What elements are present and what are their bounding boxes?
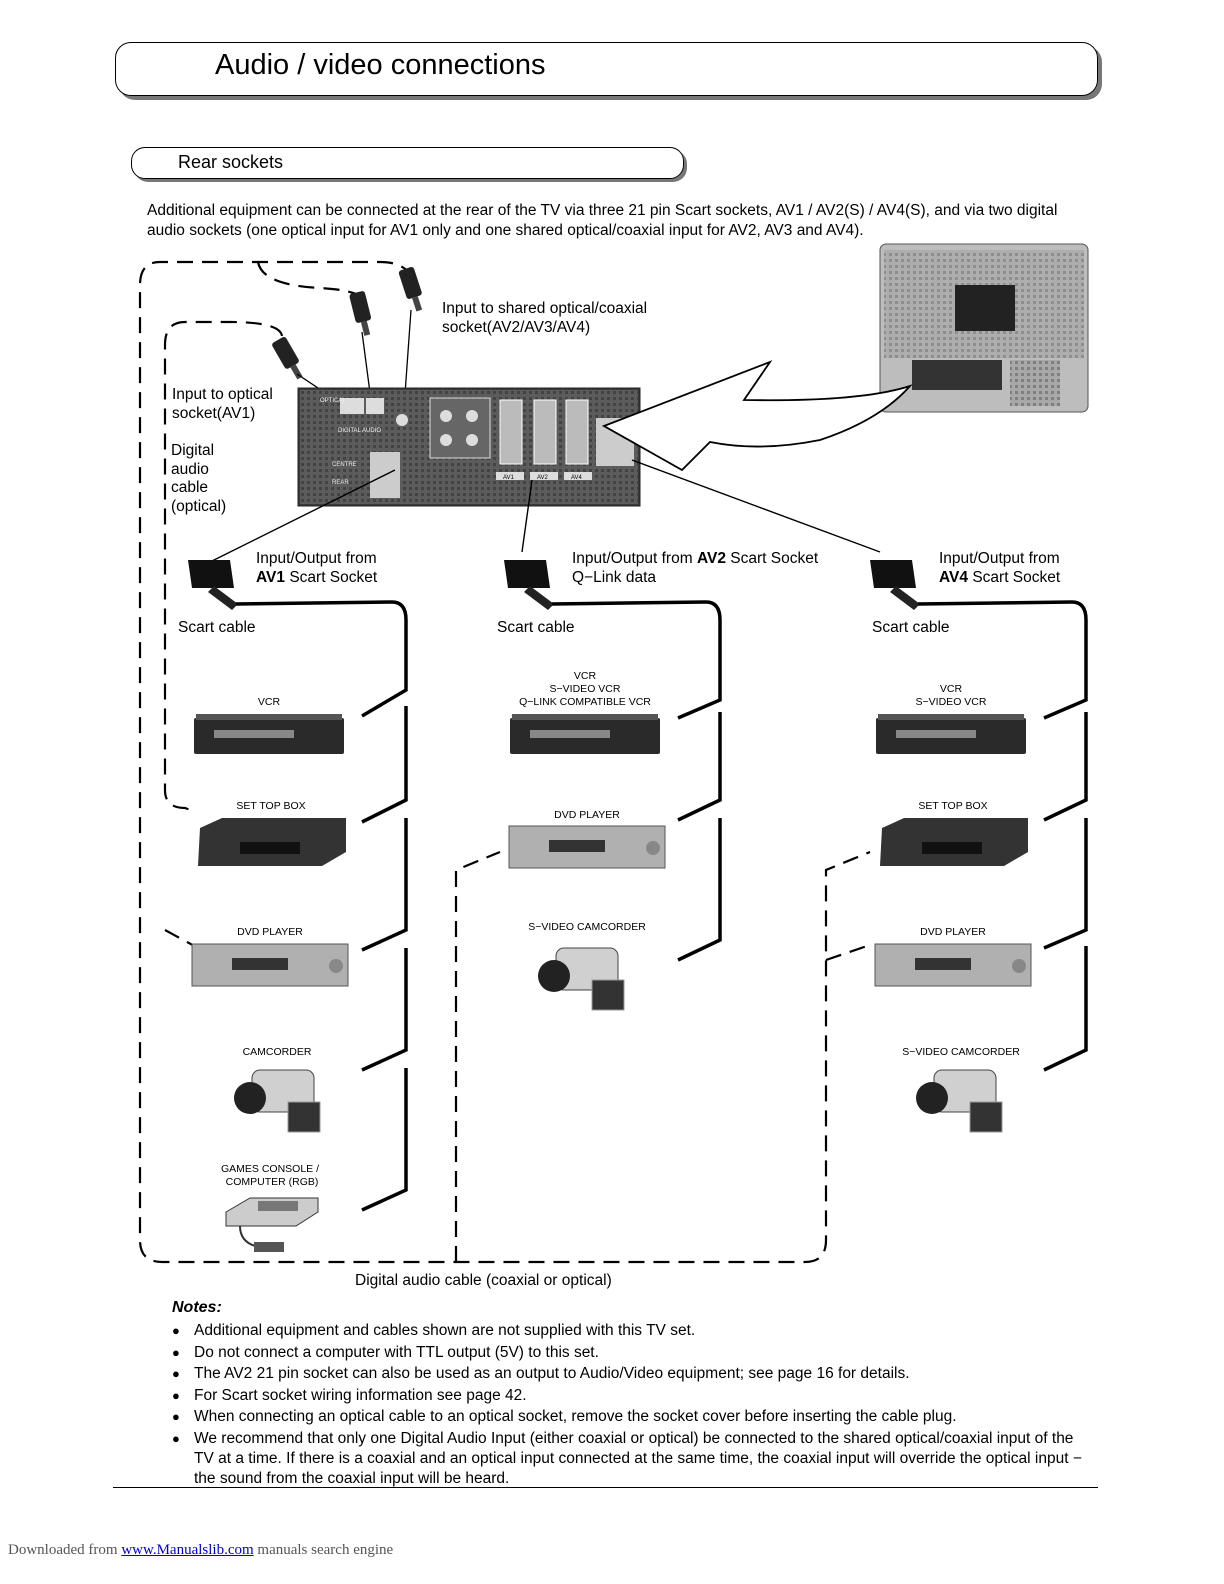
panel-label-digital-audio: DIGITAL AUDIO (338, 428, 381, 434)
section-title: Rear sockets (178, 152, 284, 172)
vcr-icon (876, 714, 1026, 754)
scart-cable-label: Scart cable (178, 619, 256, 636)
intro-paragraph: Additional equipment can be connected at… (147, 202, 1058, 239)
set-top-box-icon (198, 818, 346, 866)
device-label-vcr: VCR (939, 683, 963, 695)
device-label-vcr: VCR (573, 670, 597, 682)
device-label-dvd-player: DVD PLAYER (554, 809, 620, 821)
bottom-cable-label: Digital audio cable (coaxial or optical) (355, 1272, 612, 1289)
device-label-dvd-player: DVD PLAYER (237, 926, 303, 938)
digital-cable-label-1: Digital (171, 442, 215, 459)
camcorder-icon (234, 1069, 321, 1133)
download-footer: Downloaded from www.Manualslib.com manua… (8, 1542, 393, 1559)
vcr-icon (510, 714, 660, 754)
scart-plug-icons (188, 560, 920, 610)
device-label-vcr: VCR (257, 696, 281, 708)
digital-cable-label-4: (optical) (171, 498, 227, 515)
shared-input-label-2: socket(AV2/AV3/AV4) (442, 319, 591, 336)
footer-divider (113, 1487, 1098, 1488)
tv-back-image (879, 243, 1089, 413)
device-label-svideo-camcorder: S−VIDEO CAMCORDER (528, 921, 646, 933)
optical-plug-icons (272, 266, 423, 380)
callout-arrow (601, 360, 913, 472)
vcr-icon (194, 714, 344, 754)
note-item: We recommend that only one Digital Audio… (172, 1429, 1097, 1489)
device-label-svideo-vcr: S−VIDEO VCR (549, 683, 621, 695)
set-top-box-icon (880, 818, 1028, 866)
note-item: For Scart socket wiring information see … (172, 1386, 1097, 1406)
dvd-player-icon (508, 825, 666, 869)
manualslib-link[interactable]: www.Manualslib.com (121, 1542, 254, 1558)
device-label-computer: COMPUTER (RGB) (225, 1176, 319, 1188)
av4-scart-label: AV4 Scart Socket (939, 569, 1061, 586)
av1-io-label: Input/Output from (256, 550, 377, 567)
device-label-camcorder: CAMCORDER (242, 1046, 312, 1058)
shared-input-label-1: Input to shared optical/coaxial (442, 300, 648, 317)
note-item: The AV2 21 pin socket can also be used a… (172, 1364, 1097, 1384)
panel-label-optical: OPTICAL (320, 398, 346, 404)
footer-suffix: manuals search engine (253, 1542, 394, 1558)
dvd-player-icon (874, 943, 1032, 987)
tv-rear-panel: OPTICAL DIGITAL AUDIO CENTRE REAR AV1 AV… (297, 387, 641, 507)
note-item: Do not connect a computer with TTL outpu… (172, 1343, 1097, 1363)
panel-label-av4: AV4 (571, 475, 583, 481)
optical-input-label-2: socket(AV1) (172, 405, 256, 422)
device-label-svideo-vcr: S−VIDEO VCR (915, 696, 987, 708)
panel-label-av1: AV1 (503, 475, 515, 481)
av4-io-label: Input/Output from (939, 550, 1060, 567)
section-title-frame (131, 147, 684, 179)
note-item: Additional equipment and cables shown ar… (172, 1321, 1097, 1341)
footer-prefix: Downloaded from (8, 1542, 122, 1558)
optical-input-label-1: Input to optical (172, 386, 273, 403)
device-label-svideo-camcorder: S−VIDEO CAMCORDER (902, 1046, 1020, 1058)
panel-label-rear: REAR (332, 480, 349, 486)
digital-cable-label-2: audio (171, 461, 209, 478)
panel-label-centre: CENTRE (332, 462, 357, 468)
camcorder-icon (916, 1069, 1003, 1133)
notes-title: Notes: (172, 1299, 222, 1316)
av2-qlink-label: Q−Link data (572, 569, 657, 586)
notes-list: Additional equipment and cables shown ar… (172, 1321, 1097, 1490)
page-title: Audio / video connections (215, 49, 546, 81)
device-label-set-top-box: SET TOP BOX (236, 800, 306, 812)
scart-cables (235, 600, 1088, 1212)
panel-label-av2: AV2 (537, 475, 549, 481)
device-label-dvd-player: DVD PLAYER (920, 926, 986, 938)
av2-io-label: Input/Output from AV2 Scart Socket (572, 550, 819, 567)
dvd-player-icon (191, 943, 349, 987)
games-console-icon (225, 1197, 319, 1252)
digital-cable-label-3: cable (171, 479, 209, 496)
connection-diagram: OPTICAL DIGITAL AUDIO CENTRE REAR AV1 AV… (138, 243, 1089, 1264)
page-title-frame (115, 42, 1098, 96)
device-label-set-top-box: SET TOP BOX (918, 800, 988, 812)
camcorder-icon (538, 947, 625, 1011)
device-label-games-console: GAMES CONSOLE / (220, 1163, 320, 1175)
scart-cable-label: Scart cable (872, 619, 950, 636)
note-item: When connecting an optical cable to an o… (172, 1407, 1097, 1427)
av1-scart-label: AV1 Scart Socket (256, 569, 378, 586)
device-label-qlink-vcr: Q−LINK COMPATIBLE VCR (519, 696, 651, 708)
scart-cable-label: Scart cable (497, 619, 575, 636)
